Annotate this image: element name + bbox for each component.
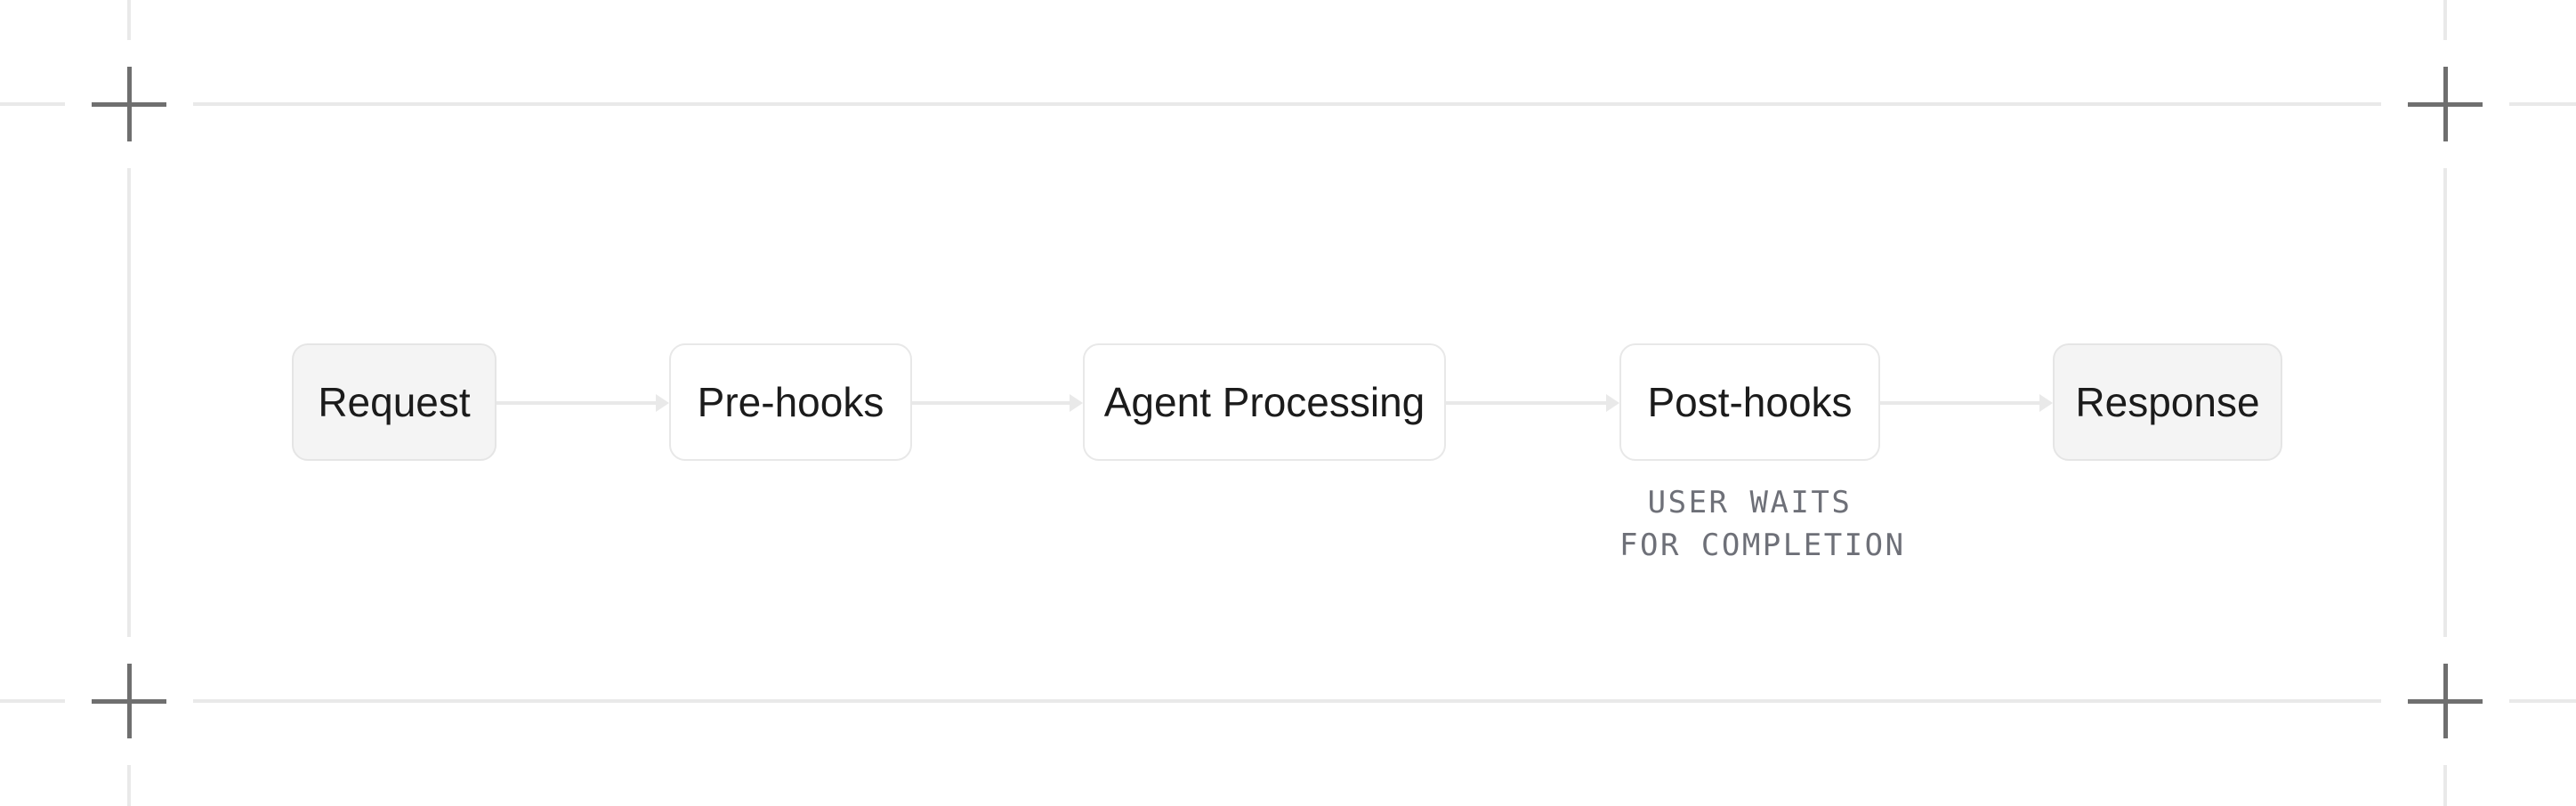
node-agent-processing: Agent Processing bbox=[1083, 343, 1446, 461]
frame-line-bottom-segment-right bbox=[2509, 699, 2576, 703]
frame-line-top-segment-left bbox=[0, 102, 65, 106]
arrow-shaft bbox=[497, 401, 660, 405]
crosshair-vertical-bar bbox=[2443, 664, 2448, 738]
frame-line-right-segment-mid bbox=[2443, 168, 2447, 637]
crosshair-vertical-bar bbox=[127, 67, 132, 141]
arrowhead-right-icon bbox=[1606, 394, 1619, 412]
node-request: Request bbox=[292, 343, 497, 461]
frame-line-right-segment-top bbox=[2443, 0, 2447, 40]
frame-line-left-segment-bottom bbox=[127, 765, 131, 806]
frame-line-bottom-segment-mid bbox=[193, 699, 2381, 703]
arrow-posthooks-to-response bbox=[1880, 391, 2053, 415]
arrow-request-to-prehooks bbox=[497, 391, 669, 415]
arrowhead-right-icon bbox=[656, 394, 669, 412]
crosshair-vertical-bar bbox=[2443, 67, 2448, 141]
node-pre-hooks: Pre-hooks bbox=[669, 343, 912, 461]
crosshair-bottom-left-icon bbox=[92, 664, 166, 738]
node-post-hooks: Post-hooks bbox=[1619, 343, 1880, 461]
annotation-line-2: FOR COMPLETION bbox=[1619, 528, 1906, 563]
crosshair-vertical-bar bbox=[127, 664, 132, 738]
annotation-line-1: USER WAITS bbox=[1647, 485, 1853, 520]
arrow-shaft bbox=[1880, 401, 2044, 405]
arrow-agentprocessing-to-posthooks bbox=[1446, 391, 1619, 415]
arrow-shaft bbox=[1446, 401, 1611, 405]
frame-line-left-segment-top bbox=[127, 0, 131, 40]
frame-line-top-segment-mid bbox=[193, 102, 2381, 106]
frame-line-bottom-segment-left bbox=[0, 699, 65, 703]
arrow-shaft bbox=[912, 401, 1074, 405]
arrow-prehooks-to-agentprocessing bbox=[912, 391, 1083, 415]
crosshair-bottom-right-icon bbox=[2408, 664, 2483, 738]
arrowhead-right-icon bbox=[2039, 394, 2053, 412]
crosshair-top-right-icon bbox=[2408, 67, 2483, 141]
frame-line-top-segment-right bbox=[2509, 102, 2576, 106]
frame-line-left-segment-mid bbox=[127, 168, 131, 637]
frame-line-right-segment-bottom bbox=[2443, 765, 2447, 806]
node-response: Response bbox=[2053, 343, 2282, 461]
post-hooks-annotation: USER WAITS FOR COMPLETION bbox=[1619, 481, 1906, 567]
arrowhead-right-icon bbox=[1070, 394, 1083, 412]
crosshair-top-left-icon bbox=[92, 67, 166, 141]
